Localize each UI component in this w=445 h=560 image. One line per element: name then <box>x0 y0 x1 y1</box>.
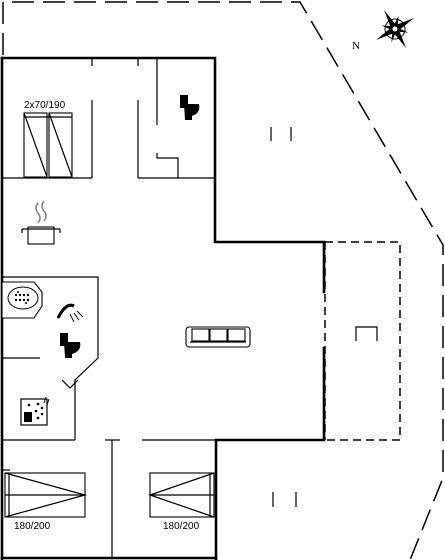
sauna-icon <box>20 396 50 426</box>
shower-icon <box>56 303 84 323</box>
sofa-icon <box>185 326 251 348</box>
toilet-icon <box>60 333 81 358</box>
cooking-pot-icon <box>21 226 61 245</box>
whirlpool-icon <box>1 281 43 319</box>
compass-icon <box>375 9 415 49</box>
porch-outline <box>324 241 401 441</box>
toilet-icon <box>180 95 200 120</box>
bed-size-label-right: 180/200 <box>163 521 200 532</box>
bed-size-label-left: 180/200 <box>14 521 51 532</box>
bunk-bed-label: 2x70/190 <box>24 100 66 111</box>
north-label: N <box>352 40 360 52</box>
bunk-beds <box>23 112 73 178</box>
steam-icon <box>35 200 47 224</box>
double-bed-right <box>148 472 215 518</box>
double-bed-left <box>4 472 88 518</box>
terrace-markers <box>270 127 378 507</box>
interior-walls <box>2 58 216 558</box>
